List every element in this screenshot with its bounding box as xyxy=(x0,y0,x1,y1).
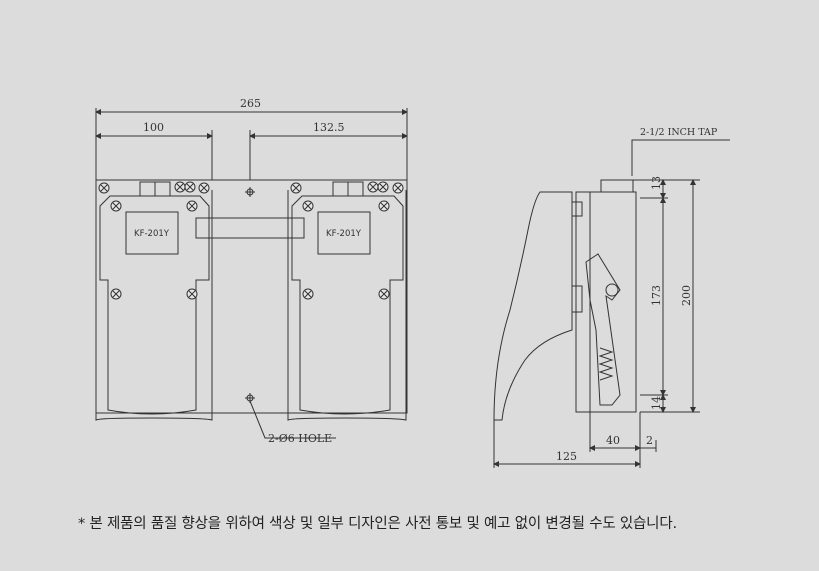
dim-label-left-offset: 100 xyxy=(143,121,164,134)
bottom-hole-mark xyxy=(245,393,336,439)
notice-text: * 본 제품의 품질 향상을 위하여 색상 및 일부 디자인은 사전 통보 및 … xyxy=(78,516,677,532)
tap-note: 2-1/2 INCH TAP xyxy=(640,127,718,138)
right-plate-label: KF-201Y xyxy=(326,229,362,239)
dim-label-right-offset: 132.5 xyxy=(313,121,345,134)
dim-label-top: 13 xyxy=(650,176,663,190)
left-plate-label: KF-201Y xyxy=(134,229,170,239)
dim-overall-width xyxy=(95,108,408,180)
dim-label-depth: 125 xyxy=(556,450,577,463)
dim-left-offset xyxy=(95,130,213,180)
hole-note: 2-Ø6 HOLE xyxy=(268,432,332,445)
left-pedal xyxy=(95,181,213,421)
right-pedal xyxy=(287,181,407,421)
top-hole-mark xyxy=(245,187,255,197)
dim-label-base-40: 40 xyxy=(606,434,620,447)
side-view xyxy=(493,139,730,421)
dim-bottom xyxy=(493,412,657,468)
screws xyxy=(98,181,404,300)
dim-right-offset xyxy=(249,130,408,180)
dim-label-middle: 173 xyxy=(650,285,663,306)
dim-label-overall-height: 200 xyxy=(680,285,693,306)
connecting-bar xyxy=(195,217,305,239)
dim-label-bottom: 14 xyxy=(650,396,663,410)
dim-label-overall-width: 265 xyxy=(240,97,261,110)
dim-label-base-2: 2 xyxy=(646,434,653,447)
base-plate xyxy=(95,179,408,414)
dim-vertical-chain xyxy=(633,179,700,413)
